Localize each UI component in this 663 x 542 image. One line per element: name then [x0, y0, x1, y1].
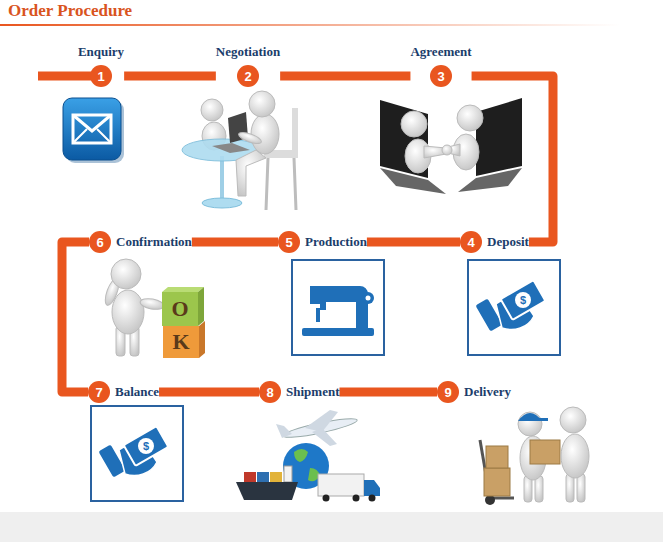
flow-track [280, 72, 410, 81]
step-label: Shipment [286, 384, 339, 400]
enquiry-icon [63, 98, 124, 163]
agreement-illustration [380, 98, 522, 194]
step-label: Negotiation [216, 44, 280, 60]
step-number: 4 [460, 231, 482, 253]
flow-track [192, 238, 278, 247]
step-number: 6 [89, 231, 111, 253]
step-number: 5 [278, 231, 300, 253]
flow-track [472, 76, 553, 242]
delivery-illustration [480, 407, 589, 505]
balance-icon [91, 406, 183, 501]
flow-track [62, 242, 89, 392]
icon-symbol: $ [143, 440, 149, 452]
step-number: 2 [237, 65, 259, 87]
production-icon [292, 260, 384, 355]
step-node: 8 Shipment [259, 381, 339, 403]
step-label: Enquiry [78, 44, 124, 60]
icon-symbol: K [172, 329, 189, 355]
step-number: 1 [90, 65, 112, 87]
step-node: 3 Agreement [410, 44, 471, 87]
step-label: Balance [115, 384, 159, 400]
icon-symbol: $ [520, 294, 526, 306]
step-number: 7 [88, 381, 110, 403]
page-title: Order Procedure [8, 1, 132, 21]
flow-track [124, 72, 216, 81]
deposit-icon [468, 260, 560, 355]
step-label: Deposit [487, 234, 529, 250]
icon-symbol: O [171, 296, 188, 322]
step-number: 8 [259, 381, 281, 403]
flow-track [367, 238, 460, 247]
confirmation-illustration [103, 259, 205, 358]
negotiation-illustration [182, 91, 298, 210]
title-rule [0, 24, 620, 26]
step-node: 7 Balance [88, 381, 159, 403]
step-node: 2 Negotiation [216, 44, 280, 87]
step-number: 9 [437, 381, 459, 403]
step-node: 1 Enquiry [78, 44, 124, 87]
step-number: 3 [430, 65, 452, 87]
track-start [38, 72, 91, 81]
step-label: Agreement [410, 44, 471, 60]
step-node: 9 Delivery [437, 381, 511, 403]
step-label: Production [305, 234, 367, 250]
flow-track [159, 388, 259, 397]
footer-band [0, 512, 663, 542]
flow-track [339, 388, 437, 397]
step-label: Delivery [464, 384, 511, 400]
step-node: 5 Production [278, 231, 367, 253]
step-label: Confirmation [116, 234, 192, 250]
step-node: 6 Confirmation [89, 231, 192, 253]
shipment-illustration [236, 410, 380, 502]
step-node: 4 Deposit [460, 231, 529, 253]
